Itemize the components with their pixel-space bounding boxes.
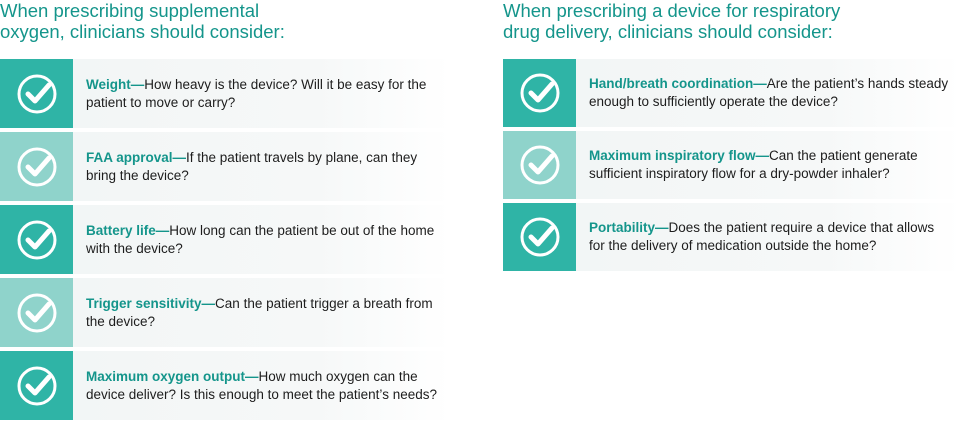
item-description: How much oxygen can the device deliver? … — [86, 368, 437, 402]
checklist-item: Weight—How heavy is the device? Will it … — [0, 59, 450, 128]
item-description: Are the patient’s hands steady enough to… — [589, 76, 949, 109]
check-circle-icon — [520, 73, 559, 113]
item-description: Does the patient require a device that a… — [589, 220, 935, 253]
icon-box — [503, 131, 576, 199]
item-text: Trigger sensitivity—Can the patient trig… — [73, 278, 450, 347]
item-term: Portability— — [589, 220, 669, 235]
left-heading: When prescribing supplemental oxygen, cl… — [0, 0, 285, 42]
item-description: How long can the patient be out of the h… — [86, 222, 435, 256]
left-checklist: Weight—How heavy is the device? Will it … — [0, 59, 450, 424]
icon-box — [503, 203, 576, 271]
check-circle-icon — [17, 74, 56, 113]
item-term: Trigger sensitivity— — [86, 295, 216, 311]
item-term: Weight— — [86, 76, 145, 92]
item-text: Battery life—How long can the patient be… — [73, 205, 450, 274]
checklist-item: Maximum inspiratory flow—Can the patient… — [503, 131, 961, 199]
left-column: When prescribing supplemental oxygen, cl… — [0, 0, 450, 420]
icon-box — [0, 59, 73, 128]
icon-box — [503, 59, 576, 127]
check-circle-icon — [17, 293, 56, 332]
icon-box — [0, 132, 73, 201]
item-text: Weight—How heavy is the device? Will it … — [73, 59, 450, 128]
icon-box — [0, 205, 73, 274]
item-text: Maximum inspiratory flow—Can the patient… — [576, 131, 961, 199]
item-description: Can the patient generate sufficient insp… — [589, 148, 918, 181]
item-description: Can the patient trigger a breath from th… — [86, 295, 433, 329]
check-circle-icon — [17, 220, 56, 259]
checklist-item: Portability—Does the patient require a d… — [503, 203, 961, 271]
item-text: FAA approval—If the patient travels by p… — [73, 132, 450, 201]
checklist-item: FAA approval—If the patient travels by p… — [0, 132, 450, 201]
icon-box — [0, 351, 73, 420]
item-term: Maximum oxygen output— — [86, 368, 259, 384]
item-text: Maximum oxygen output—How much oxygen ca… — [73, 351, 450, 420]
item-description: How heavy is the device? Will it be easy… — [86, 76, 427, 110]
checklist-item: Trigger sensitivity—Can the patient trig… — [0, 278, 450, 347]
icon-box — [0, 278, 73, 347]
item-description: If the patient travels by plane, can the… — [86, 149, 418, 183]
check-circle-icon — [520, 217, 559, 257]
check-circle-icon — [17, 147, 56, 186]
item-term: Battery life— — [86, 222, 170, 238]
checklist-item: Hand/breath coordination—Are the patient… — [503, 59, 961, 127]
item-term: FAA approval— — [86, 149, 187, 165]
right-checklist: Hand/breath coordination—Are the patient… — [503, 59, 961, 275]
item-term: Maximum inspiratory flow— — [589, 148, 770, 163]
item-term: Hand/breath coordination— — [589, 76, 767, 91]
right-heading: When prescribing a device for respirator… — [503, 0, 841, 42]
item-text: Hand/breath coordination—Are the patient… — [576, 59, 961, 127]
checklist-item: Battery life—How long can the patient be… — [0, 205, 450, 274]
right-column: When prescribing a device for respirator… — [503, 0, 961, 271]
check-circle-icon — [17, 366, 56, 405]
checklist-item: Maximum oxygen output—How much oxygen ca… — [0, 351, 450, 420]
check-circle-icon — [520, 145, 559, 185]
item-text: Portability—Does the patient require a d… — [576, 203, 961, 271]
